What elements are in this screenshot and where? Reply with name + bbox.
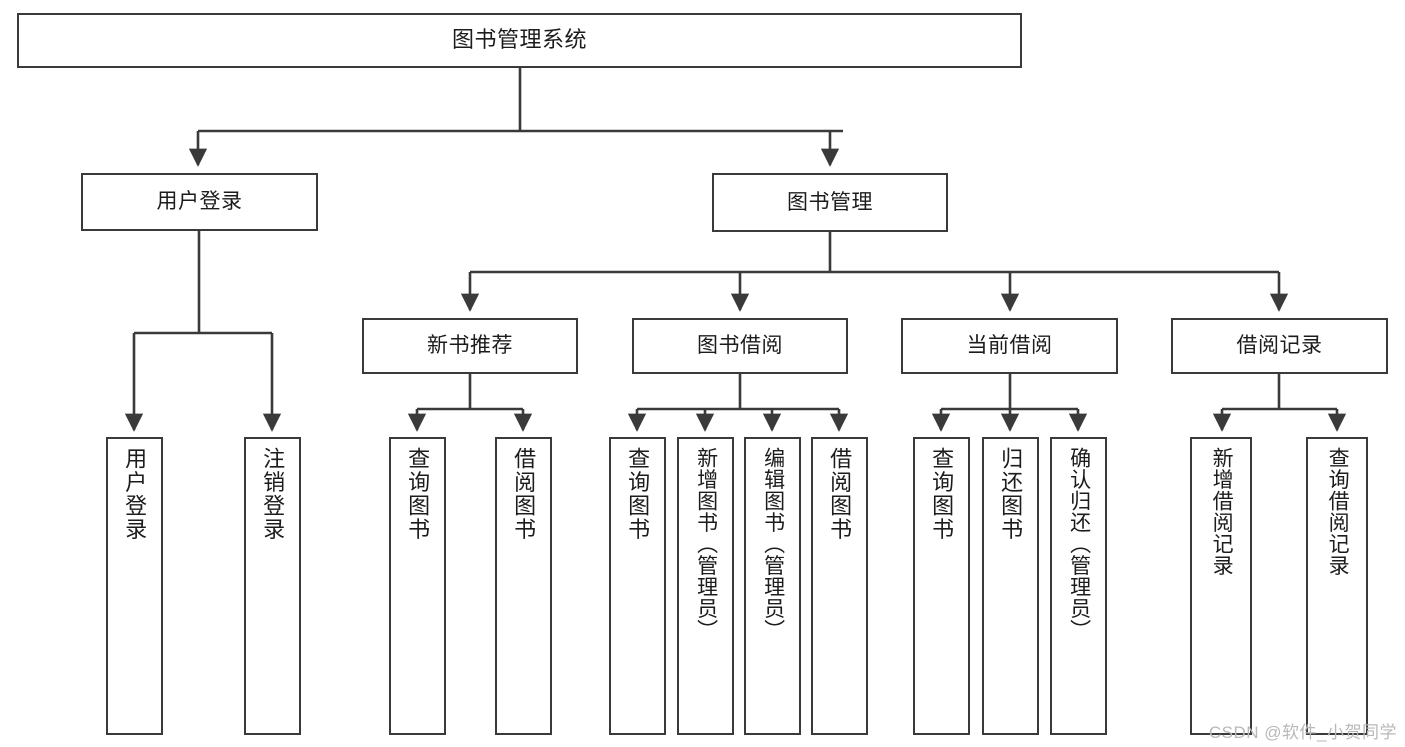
node-label: 查询借阅记录 — [1326, 447, 1350, 576]
node-label: 归还图书 — [998, 447, 1024, 541]
leaf-current-return-book[interactable]: 归还图书 — [982, 437, 1039, 735]
node-label: 查询图书 — [405, 447, 431, 541]
leaf-borrow-edit-book-admin[interactable]: 编辑图书（管理员） — [744, 437, 801, 735]
leaf-record-add-record[interactable]: 新增借阅记录 — [1190, 437, 1252, 735]
node-label: 图书借阅 — [697, 334, 783, 358]
node-label: 编辑图书（管理员） — [761, 447, 785, 641]
node-label: 图书管理系统 — [451, 27, 587, 53]
node-label: 用户登录 — [122, 447, 148, 541]
leaf-current-query-book[interactable]: 查询图书 — [913, 437, 970, 735]
node-label: 新书推荐 — [427, 334, 513, 358]
leaf-recommend-query-book[interactable]: 查询图书 — [389, 437, 446, 735]
leaf-current-confirm-return-admin[interactable]: 确认归还（管理员） — [1050, 437, 1107, 735]
leaf-user-login-login[interactable]: 用户登录 — [106, 437, 163, 735]
node-label: 确认归还（管理员） — [1067, 447, 1091, 641]
leaf-user-login-logout[interactable]: 注销登录 — [244, 437, 301, 735]
node-label: 新增图书（管理员） — [694, 447, 718, 641]
watermark: CSDN @软件_小贺同学 — [1208, 723, 1397, 742]
node-label: 当前借阅 — [966, 334, 1053, 358]
node-label: 借阅图书 — [511, 447, 537, 541]
node-root-system[interactable]: 图书管理系统 — [17, 13, 1022, 68]
node-label: 用户登录 — [156, 190, 243, 214]
node-current-borrow[interactable]: 当前借阅 — [901, 318, 1118, 374]
node-label: 借阅记录 — [1236, 334, 1323, 358]
node-user-login[interactable]: 用户登录 — [81, 173, 318, 231]
node-new-book-recommend[interactable]: 新书推荐 — [362, 318, 578, 374]
leaf-recommend-borrow-book[interactable]: 借阅图书 — [495, 437, 552, 735]
node-label: 新增借阅记录 — [1210, 447, 1234, 576]
leaf-record-query-record[interactable]: 查询借阅记录 — [1306, 437, 1368, 735]
node-book-borrow[interactable]: 图书借阅 — [632, 318, 848, 374]
node-book-management[interactable]: 图书管理 — [712, 173, 948, 232]
node-label: 注销登录 — [260, 447, 286, 541]
node-borrow-record[interactable]: 借阅记录 — [1171, 318, 1388, 374]
leaf-borrow-add-book-admin[interactable]: 新增图书（管理员） — [677, 437, 734, 735]
leaf-borrow-borrow-book[interactable]: 借阅图书 — [811, 437, 868, 735]
node-label: 查询图书 — [929, 447, 955, 541]
node-label: 借阅图书 — [827, 447, 853, 541]
leaf-borrow-query-book[interactable]: 查询图书 — [609, 437, 666, 735]
node-label: 查询图书 — [625, 447, 651, 541]
node-label: 图书管理 — [787, 190, 873, 214]
